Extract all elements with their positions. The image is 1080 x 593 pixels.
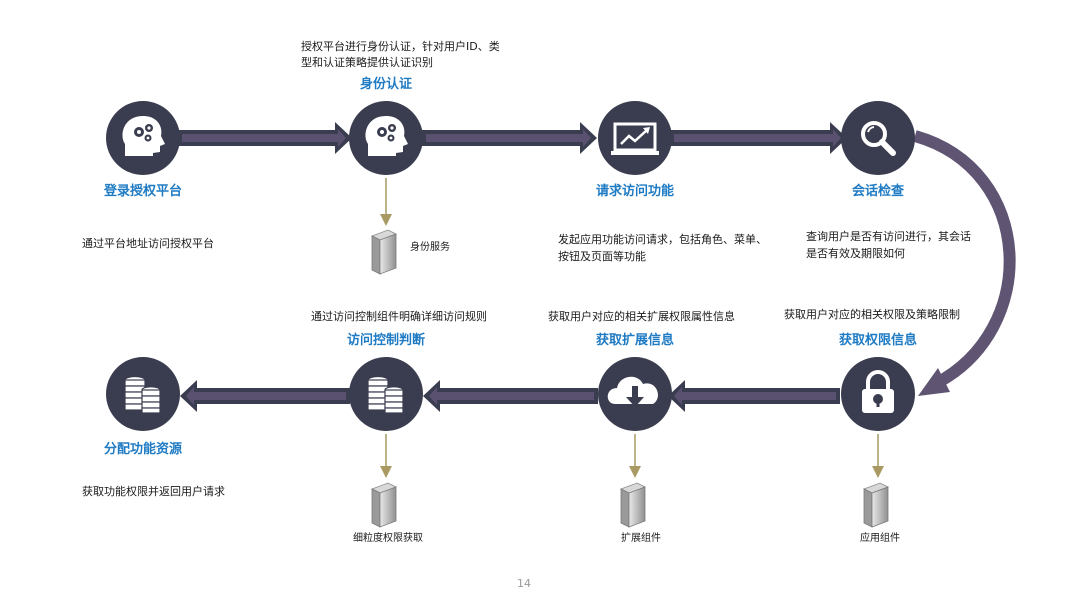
service-label-acl: 细粒度权限获取: [353, 531, 423, 544]
service-label-auth: 身份服务: [410, 240, 450, 253]
node-desc-alloc: 获取功能权限并返回用户请求: [82, 484, 225, 498]
node-title-ext: 获取扩展信息: [596, 332, 674, 348]
arrow-login-to-auth: [178, 122, 352, 154]
server-icon: [863, 482, 889, 528]
node-title-alloc: 分配功能资源: [104, 441, 182, 457]
node-desc-request-line1: 发起应用功能访问请求，包括角色、菜单、: [558, 232, 767, 246]
node-request: [598, 101, 672, 175]
service-label-ext: 扩展组件: [621, 531, 661, 544]
node-title-login: 登录授权平台: [103, 183, 182, 199]
magnifier-icon: [861, 121, 896, 156]
node-desc-ext: 获取用户对应的相关扩展权限属性信息: [548, 309, 735, 323]
arrow-perm-to-ext: [668, 380, 840, 412]
node-desc-session-line1: 查询用户是否有访问进行，其会话: [806, 229, 971, 243]
arrow-auth-to-request: [422, 122, 597, 154]
node-desc-auth-line2: 型和认证策略提供认证识别: [301, 55, 433, 69]
node-desc-request-line2: 按钮及页面等功能: [558, 249, 646, 263]
node-desc-auth-line1: 授权平台进行身份认证，针对用户ID、类: [301, 39, 500, 53]
arrow-request-to-session: [670, 122, 847, 154]
node-title-auth: 身份认证: [360, 76, 412, 92]
node-desc-perm: 获取用户对应的相关权限及策略限制: [784, 307, 960, 321]
node-title-acl: 访问控制判断: [347, 332, 425, 348]
arrow-acl-to-alloc: [180, 380, 350, 412]
node-title-session: 会话检查: [852, 183, 905, 199]
server-icon: [371, 229, 397, 275]
node-desc-login: 通过平台地址访问授权平台: [82, 236, 214, 250]
curve-arrow-session-to-perm: [913, 130, 1016, 396]
arrow-ext-to-acl: [423, 380, 598, 412]
node-desc-acl: 通过访问控制组件明确详细访问规则: [311, 309, 487, 323]
cloud-download-icon: [607, 376, 658, 407]
padlock-icon: [862, 370, 894, 413]
monitor-chart-icon: [611, 122, 659, 155]
node-title-perm: 获取权限信息: [839, 332, 917, 348]
page-number: 14: [517, 577, 531, 590]
server-icon: [620, 482, 646, 528]
coins-icon: [124, 375, 161, 414]
head-gear-icon: [365, 116, 408, 156]
server-icon: [371, 482, 397, 528]
service-label-perm: 应用组件: [860, 531, 900, 544]
head-gear-icon: [122, 116, 165, 156]
node-desc-session-line2: 是否有效及期限如何: [806, 246, 905, 260]
coins-icon: [367, 375, 404, 414]
node-title-request: 请求访问功能: [596, 183, 674, 199]
node-session: [841, 101, 915, 175]
